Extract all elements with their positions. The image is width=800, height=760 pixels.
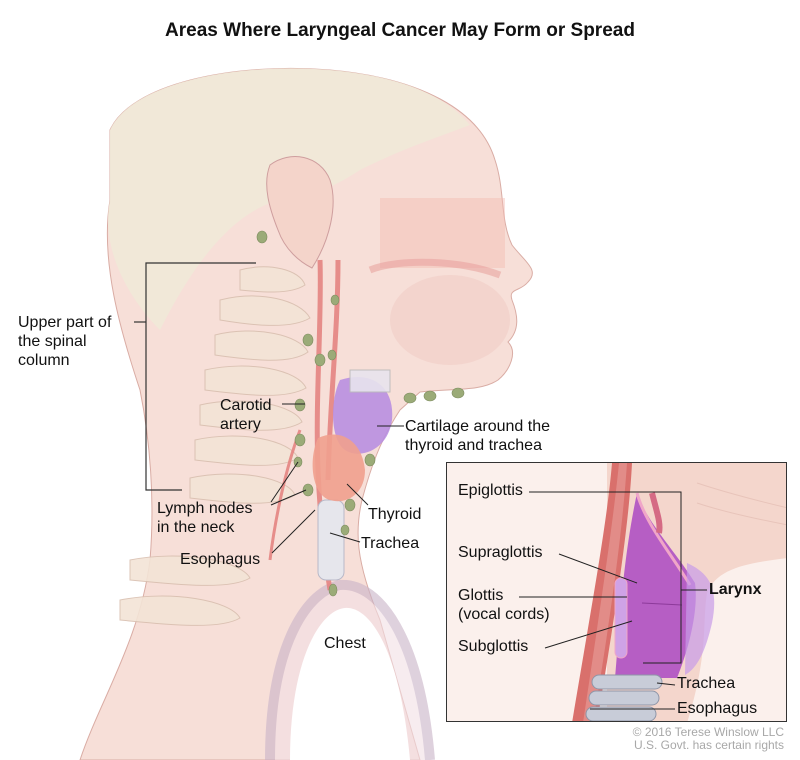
label-subglottis: Subglottis bbox=[458, 638, 529, 655]
label-epiglottis: Epiglottis bbox=[458, 482, 523, 499]
label-supraglottis: Supraglottis bbox=[458, 544, 543, 561]
label-cartilage: Cartilage around the thyroid and trachea bbox=[405, 418, 550, 454]
label-trachea: Trachea bbox=[361, 535, 420, 552]
leader-lines bbox=[270, 403, 404, 554]
head-silhouette bbox=[79, 67, 533, 760]
cartilage bbox=[333, 376, 393, 454]
lymph-nodes bbox=[256, 230, 465, 597]
label-glottis: Glottis (vocal cords) bbox=[458, 587, 550, 623]
label-inset-esophagus: Esophagus bbox=[677, 700, 758, 717]
spine bbox=[119, 266, 311, 626]
thyroid bbox=[312, 434, 365, 502]
label-chest: Chest bbox=[324, 635, 366, 652]
label-esophagus: Esophagus bbox=[180, 551, 261, 568]
label-inset-trachea: Trachea bbox=[677, 675, 736, 692]
label-spinal-column: Upper part of the spinal column bbox=[18, 314, 112, 369]
label-larynx: Larynx bbox=[709, 581, 762, 598]
diagram-title: Areas Where Laryngeal Cancer May Form or… bbox=[165, 20, 635, 41]
trachea bbox=[317, 499, 345, 581]
larynx-inset: Epiglottis Supraglottis Glottis (vocal c… bbox=[446, 462, 787, 722]
label-lymph-nodes: Lymph nodes in the neck bbox=[157, 500, 253, 536]
larynx-inset-illustration bbox=[519, 463, 786, 721]
copyright-credit: © 2016 Terese Winslow LLC U.S. Govt. has… bbox=[632, 725, 784, 752]
label-carotid-artery: Carotid artery bbox=[220, 397, 272, 433]
label-thyroid: Thyroid bbox=[368, 506, 422, 523]
spinal-bracket bbox=[134, 262, 256, 491]
chest-cavity bbox=[265, 579, 435, 760]
